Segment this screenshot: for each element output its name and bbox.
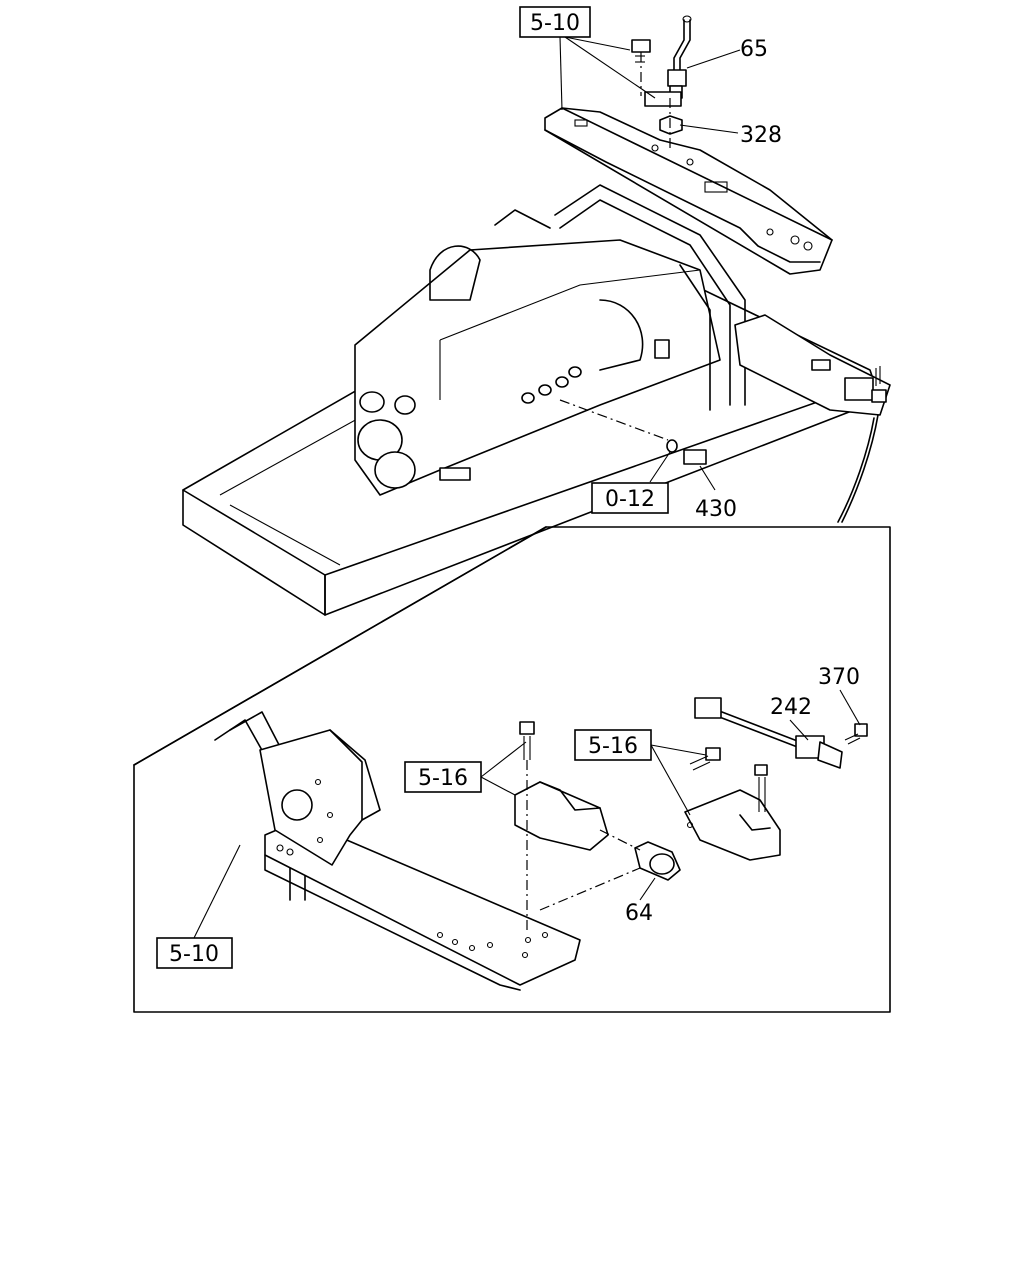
callout-370: 370 [818,665,861,726]
part-430-label: 430 [695,497,737,522]
bolt-370 [844,723,868,745]
transmission-housing [354,239,721,496]
callout-5-16-left: 5-16 [404,741,527,796]
part-328-label: 328 [740,123,782,148]
ref-0-12-label: 0-12 [605,487,655,512]
callout-5-16-right: 5-16 [574,729,707,816]
part-370-label: 370 [818,665,860,690]
callout-65: 65 [686,37,768,69]
sensor-cover [514,721,609,930]
ref-5-10-top-label: 5-10 [530,11,580,36]
callout-430: 430 [695,497,737,522]
part-64-label: 64 [625,901,653,926]
part-65-label: 65 [740,37,768,62]
callout-328: 328 [679,123,782,148]
callout-0-12: 0-12 [591,482,669,514]
ref-5-16-left-label: 5-16 [418,766,468,791]
callout-5-10-bottom: 5-10 [156,844,241,969]
switch-bracket-right [684,764,781,861]
callout-64: 64 [625,877,656,926]
callout-5-10-top: 5-10 [519,6,656,111]
rail-extension-right [734,314,891,416]
bolt-5-16-right [689,747,721,771]
mounting-bracket-left [259,729,381,866]
ref-5-10-bottom-label: 5-10 [169,942,219,967]
ref-5-16-right-label: 5-16 [588,734,638,759]
sensor-65-assembly [631,15,692,152]
detail-callout-curve [841,414,879,523]
sensor-64 [539,829,681,911]
speed-sensor-430 [559,399,716,491]
harness-242 [694,697,843,769]
callout-242: 242 [770,695,812,741]
part-242-label: 242 [770,695,812,720]
